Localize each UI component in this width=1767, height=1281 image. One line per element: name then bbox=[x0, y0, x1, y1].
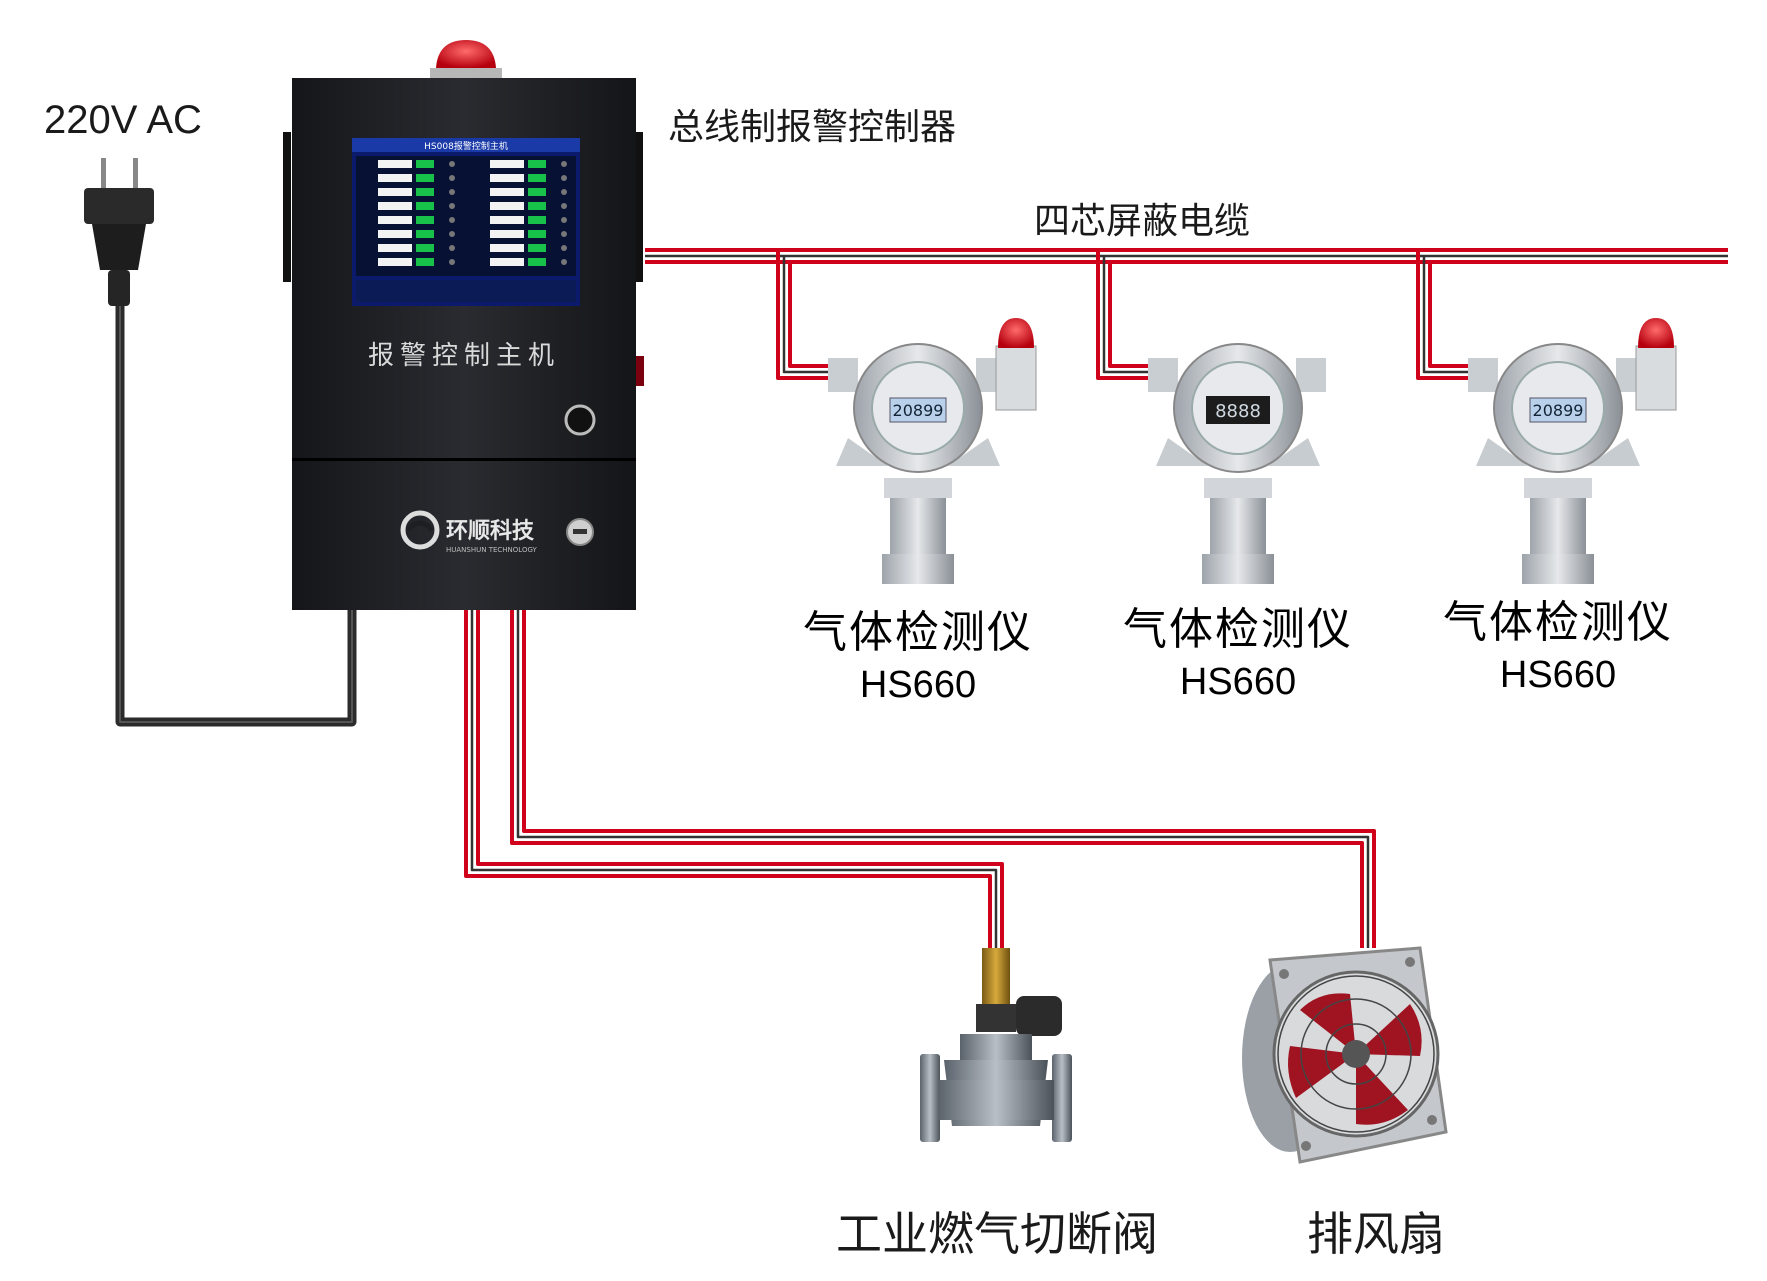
detector-3-model: HS660 bbox=[1499, 654, 1617, 696]
fan-label: 排风扇 bbox=[1307, 1207, 1445, 1261]
detector-2-reading: 8888 bbox=[1215, 401, 1261, 422]
screen-table bbox=[356, 156, 576, 276]
detector-3-reading: 20899 bbox=[1533, 401, 1584, 420]
wire-to-fan bbox=[510, 610, 1376, 948]
screen-title: HS008报警控制主机 bbox=[424, 140, 508, 152]
bus-cable bbox=[115, 248, 1728, 950]
power-plug-icon bbox=[84, 158, 154, 306]
detector-2-model: HS660 bbox=[1179, 661, 1297, 703]
detector-3-label: 气体检测仪 HS660 bbox=[1408, 586, 1708, 697]
panel-label: 报警控制主机 bbox=[368, 341, 560, 371]
drop-wire-detector-1 bbox=[776, 250, 836, 380]
detector-2-name: 气体检测仪 bbox=[1123, 604, 1353, 655]
controller-beacon-icon bbox=[430, 40, 502, 80]
controller-label: 总线制报警控制器 bbox=[668, 107, 957, 148]
detector-1-model: HS660 bbox=[859, 664, 977, 706]
alarm-controller-icon: HS008报警控制主机 bbox=[283, 40, 644, 610]
gas-shutoff-valve-icon bbox=[920, 948, 1072, 1142]
key-switch-icon bbox=[564, 404, 596, 436]
detector-1-alarm-lamp-icon bbox=[995, 318, 1037, 411]
detector-1-name: 气体检测仪 bbox=[803, 607, 1033, 658]
power-label: 220V AC bbox=[44, 98, 202, 142]
valve-label: 工业燃气切断阀 bbox=[836, 1207, 1158, 1261]
exhaust-fan-icon bbox=[1242, 946, 1448, 1164]
wire-to-valve bbox=[464, 610, 1004, 950]
drop-wire-detector-2 bbox=[1096, 250, 1156, 380]
gas-detector-3-icon: 20899 bbox=[1468, 318, 1677, 584]
power-cord bbox=[115, 300, 357, 727]
gas-detector-2-icon: 8888 bbox=[1148, 343, 1326, 584]
detector-1-reading: 20899 bbox=[893, 401, 944, 420]
drop-wire-detector-3 bbox=[1416, 250, 1476, 380]
lock-icon bbox=[566, 518, 594, 546]
controller-screen: HS008报警控制主机 bbox=[352, 138, 580, 306]
detector-1-label: 气体检测仪 HS660 bbox=[768, 596, 1068, 707]
detector-2-label: 气体检测仪 HS660 bbox=[1088, 593, 1388, 704]
bus-cable-outer bbox=[645, 248, 1728, 264]
brand-name: 环顺科技 bbox=[446, 519, 535, 544]
cable-label: 四芯屏蔽电缆 bbox=[1034, 201, 1251, 242]
detector-3-name: 气体检测仪 bbox=[1443, 597, 1673, 648]
gas-detector-1-icon: 20899 bbox=[828, 318, 1037, 584]
brand-english: HUANSHUN TECHNOLOGY bbox=[446, 546, 538, 554]
detector-3-alarm-lamp-icon bbox=[1635, 318, 1677, 411]
brand-logo-icon bbox=[400, 510, 440, 550]
